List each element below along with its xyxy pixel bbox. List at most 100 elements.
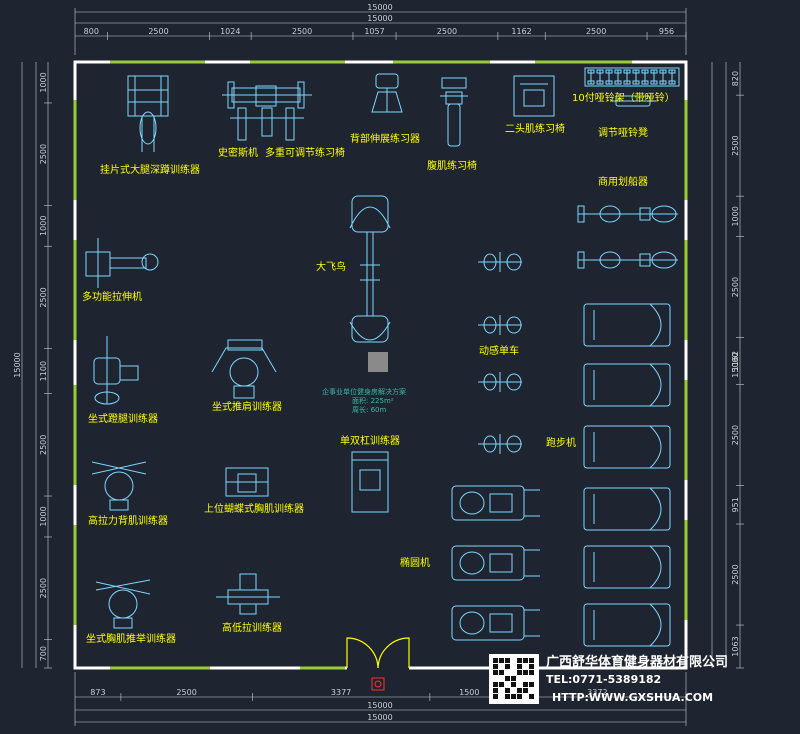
door-icon xyxy=(346,637,410,669)
right-segment-dim: 1000 xyxy=(731,206,740,226)
left-total-dim: 15000 xyxy=(13,352,22,377)
qr-cell xyxy=(523,670,528,675)
right-segment-dim: 2500 xyxy=(731,277,740,297)
label-crossover: 大飞鸟 xyxy=(316,260,346,273)
label-fly: 上位蝴蝶式胸肌训练器 xyxy=(204,502,304,515)
dumbbell-end-icon xyxy=(623,80,631,85)
treadmill-icon xyxy=(583,303,671,347)
top-segment-dim: 1057 xyxy=(364,27,384,36)
qr-cell xyxy=(517,664,522,669)
spin-bike-icon xyxy=(478,372,522,392)
crossover-icon xyxy=(349,195,391,343)
qr-cell xyxy=(511,694,516,699)
dumbbell-end-icon xyxy=(650,80,658,85)
left-segment-dim: 1000 xyxy=(39,72,48,92)
top-segment-dim: 1024 xyxy=(220,27,240,36)
lat-pulldown-icon xyxy=(91,461,147,511)
top-segment-dim: 2500 xyxy=(148,27,168,36)
label-shoulder: 坐式推肩训练器 xyxy=(212,400,282,413)
elliptical-icon xyxy=(451,605,540,641)
elliptical-icon xyxy=(451,545,540,581)
label-smith: 史密斯机 xyxy=(218,146,258,159)
bottom-segment-dim: 3377 xyxy=(331,688,351,697)
label-lat: 高拉力背肌训练器 xyxy=(88,514,168,527)
center-info-area: 面积: 225m² xyxy=(352,396,394,405)
qr-cell xyxy=(517,670,522,675)
top-segment-dim: 2500 xyxy=(292,27,312,36)
top-segment-dim: 2500 xyxy=(586,27,606,36)
bottom-total-dim: 15000 xyxy=(367,701,392,710)
biceps-bench-icon xyxy=(513,75,555,117)
qr-cell xyxy=(505,694,510,699)
company-block: 广西舒华体育健身器材有限公司 TEL:0771-5389182 HTTP:WWW… xyxy=(489,654,728,704)
company-url: HTTP:WWW.GXSHUA.COM xyxy=(552,691,713,704)
dumbbell-end-icon xyxy=(632,80,640,85)
qr-cell xyxy=(493,688,498,693)
spin-bike-icon xyxy=(478,434,522,454)
right-segment-dim: 2500 xyxy=(731,564,740,584)
dumbbell-end-icon xyxy=(668,80,676,85)
spin-bike-icon xyxy=(478,315,522,335)
bottom-segment-dim: 873 xyxy=(90,688,105,697)
dumbbell-bench-icon xyxy=(610,95,656,107)
right-segment-dim: 2500 xyxy=(731,135,740,155)
equipment-labels: 挂片式大腿深蹲训练器 史密斯机 多重可调节练习椅 背部伸展练习器 腹肌练习椅 二… xyxy=(82,91,675,645)
cable-crossover-icon xyxy=(216,573,280,615)
dumbbell-end-icon xyxy=(641,69,649,74)
dumbbell-end-icon xyxy=(659,69,667,74)
qr-cell xyxy=(499,682,504,687)
right-segment-dim: 951 xyxy=(731,497,740,512)
qr-cell xyxy=(529,664,534,669)
elliptical-icon xyxy=(451,485,540,521)
label-cable: 高低拉训练器 xyxy=(222,621,282,634)
right-segment-dim: 820 xyxy=(731,71,740,86)
qr-cell xyxy=(517,688,522,693)
left-segment-dim: 1000 xyxy=(39,216,48,236)
qr-cell xyxy=(499,670,504,675)
dumbbell-end-icon xyxy=(587,69,595,74)
left-dimensions: 15000 1000250010002500110025001000250070… xyxy=(13,62,52,669)
top-segment-dim: 2500 xyxy=(437,27,457,36)
dumbbell-end-icon xyxy=(614,80,622,85)
qr-cell xyxy=(517,694,522,699)
treadmill-icon xyxy=(583,487,671,531)
dumbbell-end-icon xyxy=(650,69,658,74)
shoulder-press-icon xyxy=(211,339,277,399)
label-back-ext: 背部伸展练习器 xyxy=(350,132,420,145)
dumbbell-rack-icon xyxy=(584,67,680,87)
qr-cell xyxy=(523,682,528,687)
leg-kick-icon xyxy=(93,336,139,405)
qr-cell xyxy=(529,694,534,699)
pec-fly-icon xyxy=(225,467,269,497)
qr-cell xyxy=(505,676,510,681)
left-segment-dim: 2500 xyxy=(39,578,48,598)
top-segment-dim: 800 xyxy=(84,27,99,36)
dumbbell-end-icon xyxy=(614,69,622,74)
label-db-bench: 调节哑铃凳 xyxy=(598,126,648,139)
center-info-perimeter: 周长: 60m xyxy=(352,405,386,414)
center-pillar xyxy=(368,352,388,372)
right-segment-dim: 1162 xyxy=(731,351,740,371)
company-tel: TEL:0771-5389182 xyxy=(546,673,661,686)
label-squat: 挂片式大腿深蹲训练器 xyxy=(100,163,200,176)
label-dual-bar: 单双杠训练器 xyxy=(340,434,400,447)
left-segment-dim: 2500 xyxy=(39,287,48,307)
qr-cell xyxy=(493,664,498,669)
treadmill-icon xyxy=(583,545,671,589)
qr-cell xyxy=(505,688,510,693)
bottom-segment-dim: 2500 xyxy=(176,688,196,697)
right-total-dim: 15000 xyxy=(731,352,740,377)
ab-bench-icon xyxy=(440,77,468,147)
multi-function-icon xyxy=(85,238,159,288)
top-segment-dim: 1162 xyxy=(511,27,531,36)
treadmill-icon xyxy=(583,603,671,647)
company-name: 广西舒华体育健身器材有限公司 xyxy=(546,654,728,670)
dumbbell-end-icon xyxy=(623,69,631,74)
dumbbell-end-icon xyxy=(659,80,667,85)
left-segment-dim: 700 xyxy=(39,646,48,661)
dumbbell-end-icon xyxy=(641,80,649,85)
treadmill-icon xyxy=(583,363,671,407)
top-total-dim: 15000 xyxy=(367,3,392,12)
qr-cell xyxy=(505,658,510,663)
